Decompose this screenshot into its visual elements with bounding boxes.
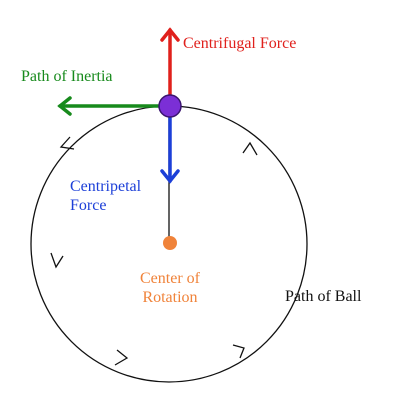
centripetal-force-arrow xyxy=(160,104,180,184)
centripetal-label-line2: Force xyxy=(70,197,107,214)
direction-chevron-icon xyxy=(232,344,245,359)
direction-chevron-icon xyxy=(242,141,258,156)
center-point xyxy=(163,236,177,250)
center-label-line1: Center of xyxy=(140,270,200,287)
inertia-arrow xyxy=(57,96,172,116)
arrowhead-up-icon xyxy=(160,27,180,42)
centrifugal-force-arrow xyxy=(160,27,180,108)
path-of-ball-label: Path of Ball xyxy=(285,288,362,305)
path-of-inertia-label: Path of Inertia xyxy=(21,68,113,85)
center-of-rotation-label: Center of Rotation xyxy=(125,269,215,307)
centripetal-label-line1: Centripetal xyxy=(70,178,142,195)
arrowhead-down-icon xyxy=(160,169,180,184)
direction-chevron-icon xyxy=(50,252,64,269)
centripetal-force-label: Centripetal Force xyxy=(70,177,141,215)
direction-chevron-icon xyxy=(59,136,75,150)
center-label-line2: Rotation xyxy=(142,289,198,306)
direction-chevron-icon xyxy=(114,349,129,366)
arrowhead-left-icon xyxy=(57,96,72,116)
centrifugal-force-label: Centrifugal Force xyxy=(183,35,297,52)
path-direction-markers xyxy=(50,136,258,366)
ball xyxy=(158,94,182,118)
